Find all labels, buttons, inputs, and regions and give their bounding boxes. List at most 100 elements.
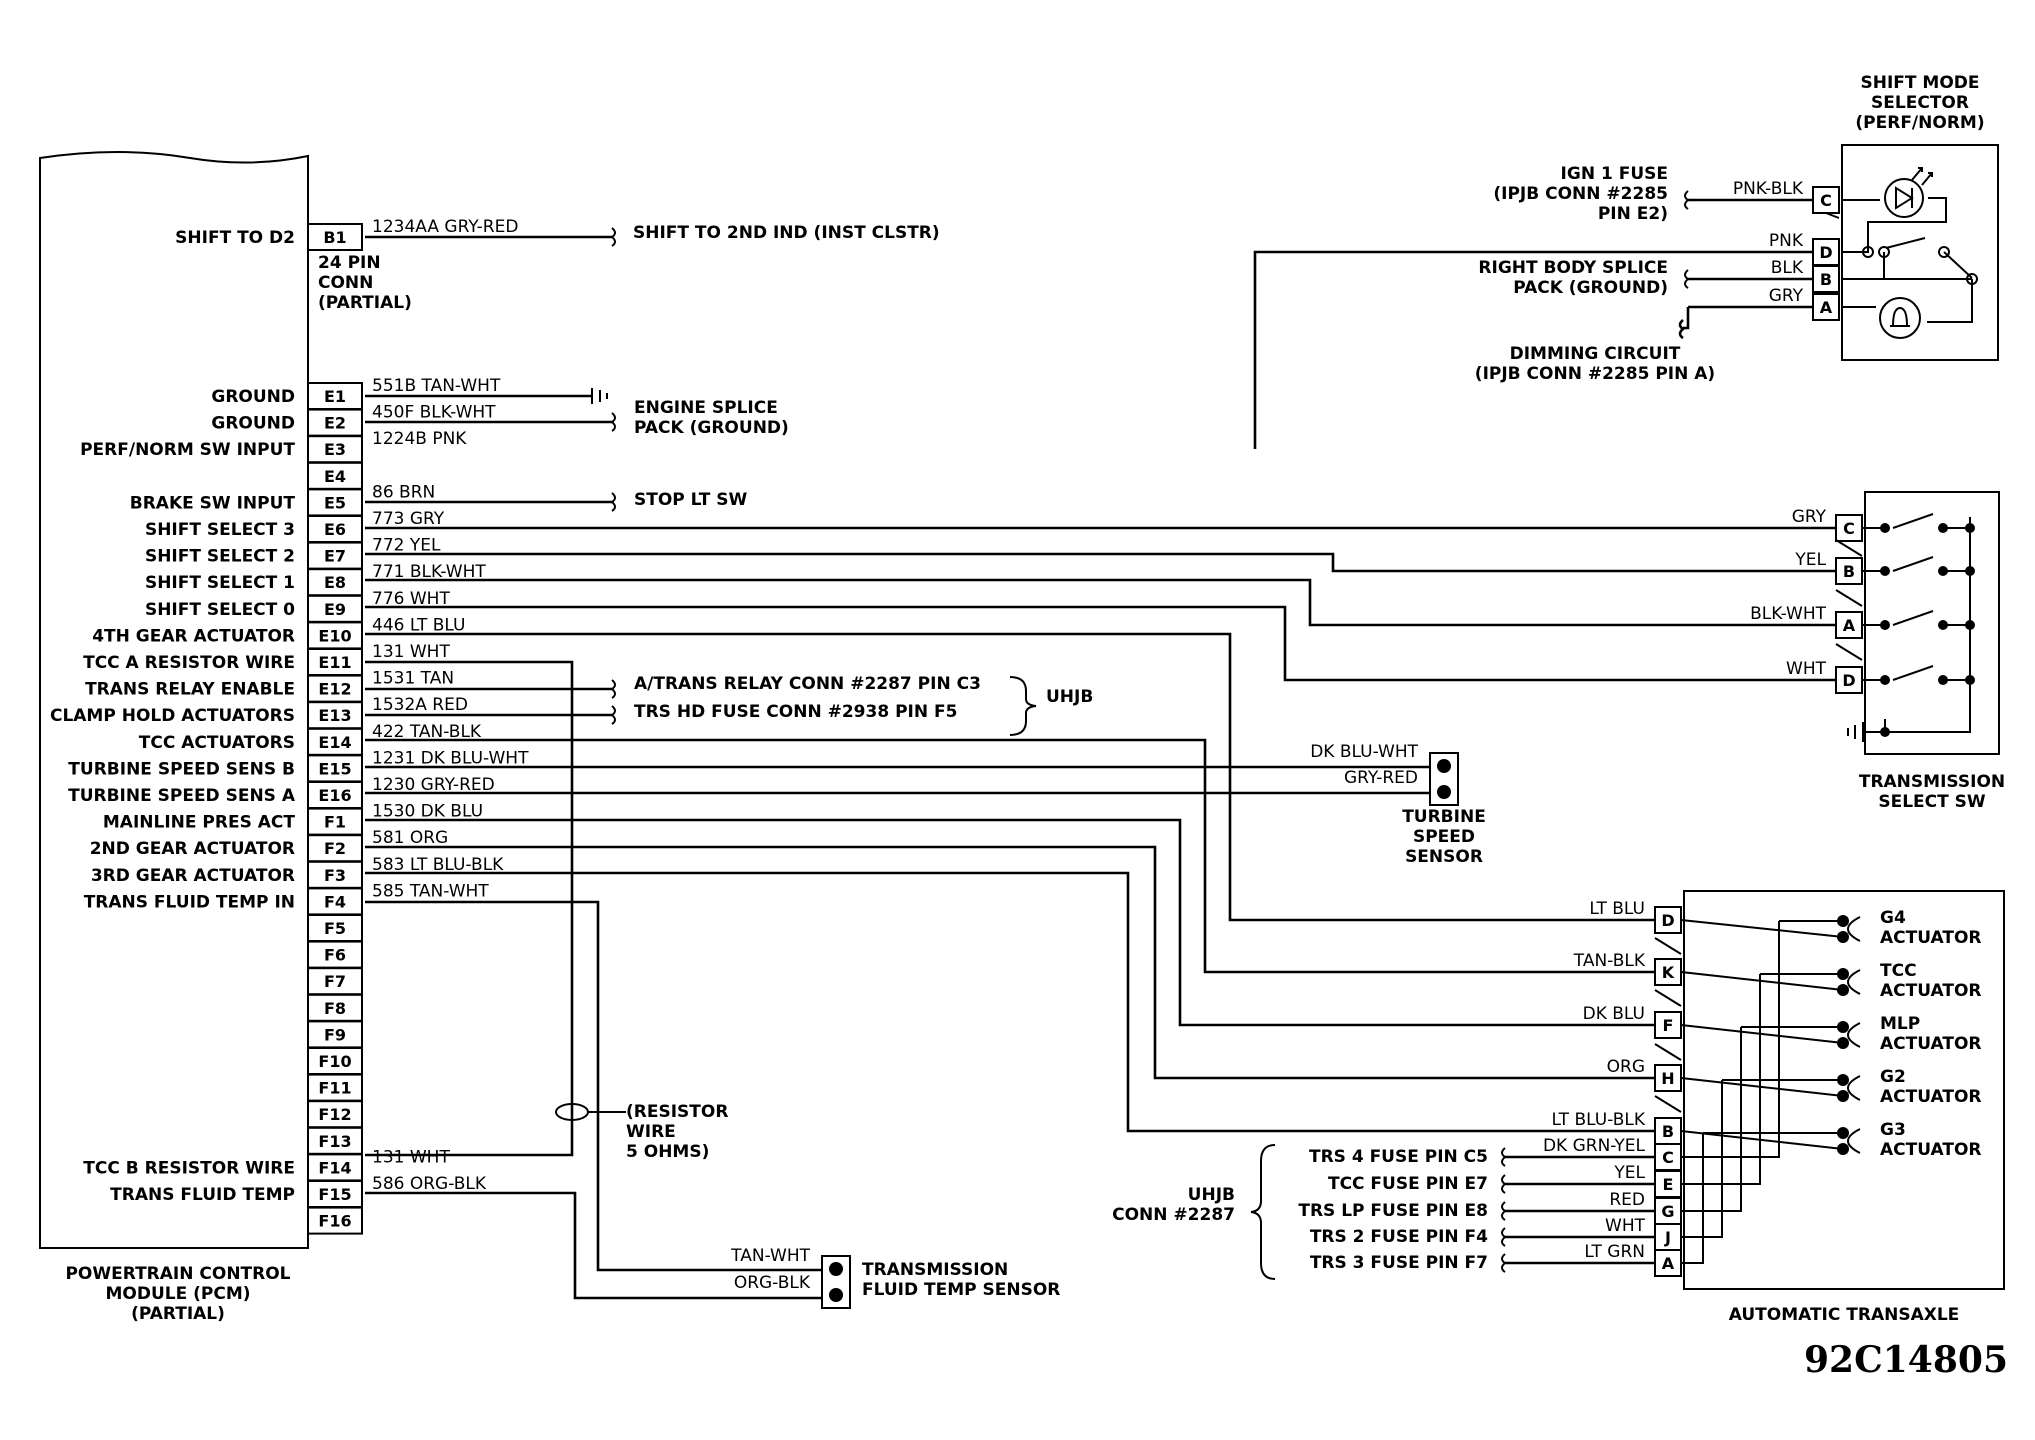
pcm-wire-label: 1224B PNK — [372, 429, 467, 449]
stop-lt-sw-label: STOP LT SW — [634, 490, 747, 510]
tx-wire-label: TAN-BLK — [1573, 951, 1646, 971]
tss-ground-icon — [1847, 722, 1885, 742]
sms-wire-label: PNK — [1769, 231, 1804, 251]
pcm-pin-id: E4 — [324, 467, 346, 486]
sms-pin-id: B — [1820, 270, 1832, 289]
pcm-pin-label: GROUND — [211, 387, 295, 407]
tss-wire-label: YEL — [1794, 550, 1826, 570]
pcm-pin-id: F6 — [324, 946, 346, 965]
pcm-pin-id: E12 — [318, 680, 351, 699]
pcm-wire-label: 776 WHT — [372, 589, 450, 609]
sms-pin-id: D — [1819, 243, 1832, 262]
pcm-pin-id: E14 — [318, 733, 351, 752]
pcm-pin-id: F13 — [318, 1132, 351, 1151]
pcm-pin-label: SHIFT SELECT 3 — [145, 520, 295, 540]
pcm-pin-id: E5 — [324, 493, 346, 512]
pcm-pin-label: TRANS FLUID TEMP IN — [84, 892, 295, 912]
pcm-pin-f12: F12 — [307, 1100, 363, 1129]
pcm-wire-label: 581 ORG — [372, 828, 448, 848]
pcm-wire-label: 1234AA GRY-RED — [372, 217, 518, 237]
uhjb-label: UHJB — [1046, 687, 1093, 707]
pcm-pin-id: F2 — [324, 839, 346, 858]
pcm-wire-label: 585 TAN-WHT — [372, 881, 489, 901]
tx-wire-label: LT BLU-BLK — [1552, 1110, 1646, 1130]
tss-switch-3 — [1862, 665, 1975, 685]
ign-fuse-label-1: IGN 1 FUSE — [1561, 164, 1668, 184]
fuse-input-3: TRS 2 FUSE PIN F4 — [1310, 1227, 1655, 1247]
sms-wire-label: GRY — [1769, 286, 1804, 306]
tx-wire-label: RED — [1609, 1190, 1645, 1210]
pcm-pin-id: E2 — [324, 414, 346, 433]
tss-wire-label: GRY — [1792, 507, 1827, 527]
pcm-wire-label: 450F BLK-WHT — [372, 403, 496, 423]
tss-wire-1: DK BLU-WHT — [1310, 742, 1418, 762]
pcm-pin-label: 3RD GEAR ACTUATOR — [91, 866, 295, 886]
pcm-wire-label: 1532A RED — [372, 695, 468, 715]
pcm-pin-f8: F8 — [307, 993, 363, 1022]
pcm-pin-id: F10 — [318, 1052, 351, 1071]
fuse-input-0: TRS 4 FUSE PIN C5 — [1309, 1147, 1655, 1167]
pcm-wire-label: 1530 DK BLU — [372, 802, 483, 822]
pcm-pin-id: E16 — [318, 786, 351, 805]
ign-fuse-label-2: (IPJB CONN #2285 — [1493, 184, 1668, 204]
pcm-pin-id: F14 — [318, 1158, 351, 1177]
fuse-label: TRS 3 FUSE PIN F7 — [1310, 1253, 1488, 1273]
pcm-pin-id: F15 — [318, 1185, 351, 1204]
tx-pin-id: K — [1662, 963, 1675, 982]
fuse-input-1: TCC FUSE PIN E7 — [1328, 1174, 1655, 1194]
trans-relay-conn-label: A/TRANS RELAY CONN #2287 PIN C3 — [634, 674, 981, 694]
pcm-pin-label: TCC ACTUATORS — [139, 733, 295, 753]
pcm-pin-id: E9 — [324, 600, 346, 619]
tx-pin-d: DLT BLU — [1589, 899, 1682, 934]
actuator-name: G2 — [1880, 1067, 1906, 1087]
pcm-wire-label: 773 GRY — [372, 509, 445, 529]
fluid-temp-sensor: TAN-WHT ORG-BLK TRANSMISSION FLUID TEMP … — [365, 900, 1060, 1309]
transaxle-actuators: G4ACTUATORTCCACTUATORMLPACTUATORG2ACTUAT… — [1680, 908, 1982, 1264]
tx-pin-id: C — [1662, 1148, 1674, 1167]
fuse-label: TRS 4 FUSE PIN C5 — [1309, 1147, 1488, 1167]
sms-pin-d: D PNK — [1769, 231, 1840, 266]
pcm-pin-id: F11 — [318, 1079, 351, 1098]
tx-pin-b: BLT BLU-BLK — [1552, 1110, 1682, 1145]
resistor-wire-label-2: WIRE — [626, 1122, 676, 1142]
pcm-wire-label: 1231 DK BLU-WHT — [372, 748, 529, 768]
perf-norm-switch-icon — [1885, 237, 1926, 249]
pcm-wire-label: 422 TAN-BLK — [372, 722, 482, 742]
pcm-caption-3: (PARTIAL) — [131, 1304, 225, 1324]
pcm-pin-label: TRANS FLUID TEMP — [110, 1185, 295, 1205]
pcm-wire-label: 86 BRN — [372, 482, 435, 502]
pcm-pin-id: F1 — [324, 813, 346, 832]
tss-wire-2: GRY-RED — [1344, 768, 1418, 788]
tx-pin-k: K TAN-BLK — [1573, 951, 1682, 986]
actuator-name: TCC — [1880, 961, 1917, 981]
led-diode-icon — [1895, 186, 1914, 210]
tx-pin-id: J — [1664, 1228, 1671, 1247]
tss-wire-label: WHT — [1786, 659, 1827, 679]
shift-mode-selector: SHIFT MODE SELECTOR (PERF/NORM) CPNK-BLK… — [1253, 73, 1999, 449]
tx-pin-id: G — [1661, 1202, 1674, 1221]
pcm-pin-label: CLAMP HOLD ACTUATORS — [50, 706, 295, 726]
pcm-pin-id: E15 — [318, 759, 351, 778]
pcm-caption-2: MODULE (PCM) — [105, 1284, 250, 1304]
pcm-pin-id: E10 — [318, 626, 351, 645]
tss-pin-id: D — [1842, 671, 1855, 690]
pcm-wire-label: 131 WHT — [372, 1147, 450, 1167]
sms-pin-id: C — [1820, 191, 1832, 210]
